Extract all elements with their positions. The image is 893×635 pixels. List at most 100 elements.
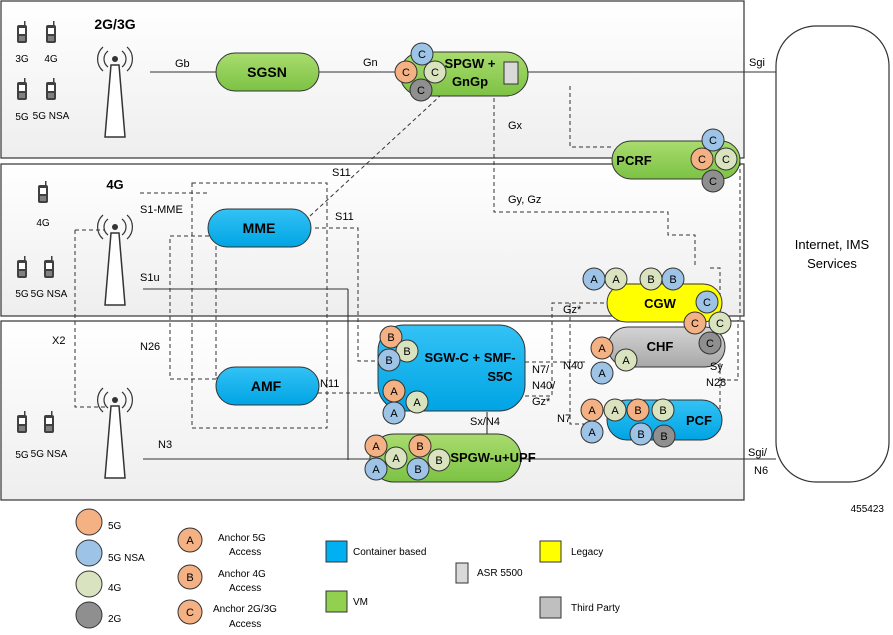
if-gn-label: Gn bbox=[363, 57, 378, 69]
svg-text:A: A bbox=[372, 464, 380, 476]
device-3g-label: 3G bbox=[15, 54, 29, 65]
amf-label: AMF bbox=[251, 378, 282, 394]
amf-inner-box bbox=[169, 235, 217, 380]
svg-text:A: A bbox=[372, 441, 380, 453]
mme-amf-group-box bbox=[191, 182, 328, 429]
svg-text:A: A bbox=[598, 368, 606, 380]
if-s1u-label: S1u bbox=[140, 272, 160, 284]
svg-text:C: C bbox=[706, 338, 714, 350]
sgsn-node[interactable] bbox=[215, 52, 320, 92]
svg-text:C: C bbox=[709, 135, 717, 147]
svg-text:C: C bbox=[417, 85, 425, 97]
cgw-anchor-cluster: A A B B C bbox=[582, 267, 719, 314]
if-gx-label: Gx bbox=[508, 120, 523, 132]
device-5g-nsa-label: 5G NSA bbox=[31, 449, 68, 460]
region-2g3g-label: 2G/3G bbox=[94, 16, 135, 32]
if-gb-label: Gb bbox=[175, 58, 190, 70]
svg-text:B: B bbox=[634, 405, 641, 417]
if-s1-mme-label: S1-MME bbox=[140, 204, 183, 216]
device-5g-label: 5G bbox=[15, 112, 29, 123]
svg-text:A: A bbox=[588, 427, 596, 439]
asr5500-box bbox=[503, 61, 519, 85]
if-n7-label: N7 bbox=[557, 413, 571, 425]
device-4g-label: 4G bbox=[44, 54, 58, 65]
sgw-c-smf-label-line1: SGW-C + SMF- bbox=[424, 350, 515, 365]
svg-text:A: A bbox=[612, 274, 620, 286]
pcf-label: PCF bbox=[686, 413, 712, 428]
spgw-anchor-cluster: C C C C bbox=[394, 42, 447, 102]
if-s11-b-label: S11 bbox=[335, 211, 354, 223]
svg-text:C: C bbox=[709, 176, 717, 188]
svg-text:A: A bbox=[590, 274, 598, 286]
if-n26-label: N26 bbox=[140, 341, 160, 353]
legend-5g-label: 5G bbox=[108, 521, 122, 532]
if-sgi-label: Sgi/ bbox=[748, 447, 768, 459]
svg-text:B: B bbox=[669, 274, 676, 286]
amf-node[interactable] bbox=[215, 366, 320, 406]
internet-label-line1: Internet, IMS bbox=[795, 237, 870, 252]
svg-text:C: C bbox=[402, 67, 410, 79]
if-gy-gz-label: Gy, Gz bbox=[508, 194, 541, 206]
legend-2g-swatch bbox=[75, 601, 103, 629]
svg-text:A: A bbox=[611, 405, 619, 417]
legend-anchor-a-label-1: Anchor 5G bbox=[218, 533, 266, 544]
svg-text:A: A bbox=[622, 355, 630, 367]
solid-links bbox=[143, 71, 776, 460]
svg-text:B: B bbox=[416, 441, 423, 453]
device-5g-label: 5G bbox=[15, 289, 29, 300]
legend-container-label: Container based bbox=[353, 547, 426, 558]
internet-ims-services-block bbox=[775, 25, 890, 483]
spgw-u-upf-label: SPGW-u+UPF bbox=[450, 450, 535, 465]
if-x2-label: X2 bbox=[52, 335, 65, 347]
legend-2g-label: 2G bbox=[108, 614, 122, 625]
internet-label-line2: Services bbox=[807, 256, 857, 271]
cgw-label: CGW bbox=[644, 296, 677, 311]
device-5g-nsa-label: 5G NSA bbox=[33, 111, 70, 122]
svg-text:A: A bbox=[390, 408, 398, 420]
svg-text:C: C bbox=[431, 67, 439, 79]
legend-asr5500-label: ASR 5500 bbox=[477, 568, 523, 579]
svg-text:B: B bbox=[387, 332, 394, 344]
svg-text:A: A bbox=[390, 386, 398, 398]
device-5g-nsa-label: 5G NSA bbox=[31, 289, 68, 300]
mme-label: MME bbox=[243, 220, 276, 236]
figure-id: 455423 bbox=[851, 504, 885, 515]
legend-anchor-c-label-2: Access bbox=[229, 619, 261, 630]
chf-anchor-cluster: C C C A A A bbox=[590, 311, 732, 385]
chf-label: CHF bbox=[647, 339, 674, 354]
if-s11-a-label: S11 bbox=[332, 167, 351, 179]
spgw-gngp-label-line2: GnGp bbox=[452, 74, 488, 89]
legend-container-swatch bbox=[325, 540, 348, 563]
legend-third-party-label: Third Party bbox=[571, 603, 620, 614]
svg-text:C: C bbox=[716, 318, 724, 330]
svg-text:A: A bbox=[588, 405, 596, 417]
legend-legacy-swatch bbox=[539, 540, 562, 563]
if-n7-label-1: N7/ bbox=[532, 364, 550, 376]
interface-labels: Gb Gn Sgi Gx S11 Gy, Gz S1-MME S11 S1u G… bbox=[52, 57, 768, 477]
legend: 5G 5G NSA 4G 2G A Anchor 5G Access B Anc… bbox=[75, 508, 620, 630]
if-n11-label: N11 bbox=[320, 378, 339, 390]
svg-text:B: B bbox=[385, 355, 392, 367]
legend-anchor-a-swatch bbox=[177, 527, 203, 553]
sgsn-label: SGSN bbox=[247, 64, 287, 80]
mme-node[interactable] bbox=[207, 208, 312, 248]
legend-vm-swatch bbox=[325, 590, 348, 613]
if-n28-label: N28 bbox=[706, 377, 726, 389]
svg-text:C: C bbox=[698, 154, 706, 166]
legend-anchor-a-label-2: Access bbox=[229, 547, 261, 558]
svg-text:A: A bbox=[392, 453, 400, 465]
if-sy-label: Sy bbox=[710, 361, 723, 373]
legend-anchor-b-swatch bbox=[177, 564, 203, 590]
legend-anchor-b-letter: B bbox=[186, 572, 193, 584]
svg-text:C: C bbox=[691, 318, 699, 330]
if-n3-label: N3 bbox=[158, 439, 172, 451]
legend-5g-swatch bbox=[75, 508, 103, 536]
if-n6-label: N6 bbox=[754, 465, 768, 477]
legend-legacy-label: Legacy bbox=[571, 547, 603, 558]
sgw-c-smf-label-line2: S5C bbox=[487, 369, 513, 384]
svg-text:B: B bbox=[660, 431, 667, 443]
if-gz-star-label: Gz* bbox=[563, 304, 582, 316]
if-n40-label-1: N40/ bbox=[532, 380, 556, 392]
svg-text:C: C bbox=[703, 297, 711, 309]
